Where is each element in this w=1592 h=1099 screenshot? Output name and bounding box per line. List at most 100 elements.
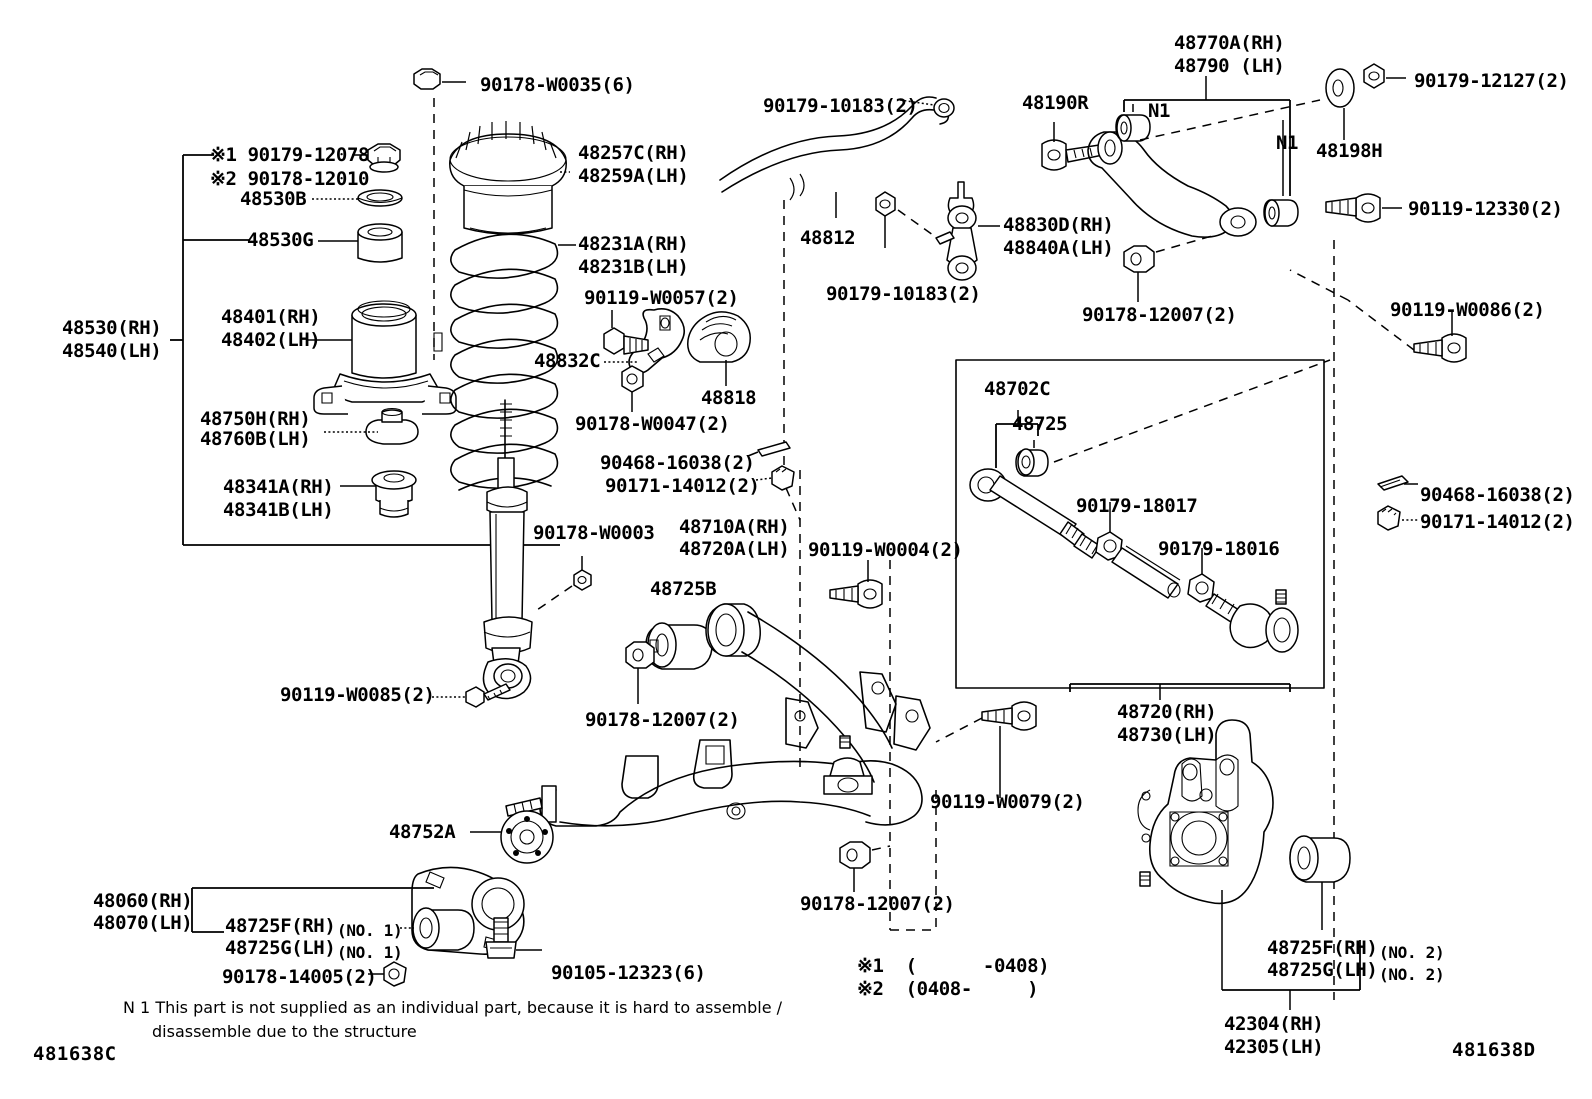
- label-48730-lh: 48730(LH): [1117, 724, 1217, 746]
- label-48720A-lh: 48720A(LH): [679, 538, 790, 560]
- label-90179-10183-lower: 90179-10183(2): [826, 283, 981, 305]
- bushing-90178-12007-center-art: [625, 641, 655, 704]
- label-90178-12007-bottom: 90178-12007(2): [800, 893, 955, 915]
- label-90171-14012-right: 90171-14012(2): [1420, 511, 1575, 533]
- lower-control-arm-48710A-art: [505, 603, 931, 827]
- label-n1-lower: N1: [1276, 132, 1299, 154]
- label-star1-90179-12078: ※1 90179-12078: [210, 144, 370, 166]
- label-48530-rh: 48530(RH): [62, 317, 162, 339]
- label-48540-lh: 48540(LH): [62, 340, 162, 362]
- label-48190R: 48190R: [1022, 92, 1089, 114]
- label-48752A: 48752A: [389, 821, 456, 843]
- label-90119-W0079: 90119-W0079(2): [930, 791, 1085, 813]
- label-48259A-lh: 48259A(LH): [578, 165, 689, 187]
- label-48770A-rh: 48770A(RH): [1174, 32, 1285, 54]
- label-48725G-lh-no2: 48725G(LH): [1267, 959, 1378, 981]
- label-90178-14005: 90178-14005(2): [222, 966, 377, 988]
- label-48402-lh: 48402(LH): [221, 329, 321, 351]
- dashed-guide-right-2: [1289, 269, 1349, 301]
- label-90119-12330: 90119-12330(2): [1408, 198, 1563, 220]
- bracket-48060-group: [191, 887, 434, 933]
- label-48790-lh: 48790 (LH): [1174, 55, 1285, 77]
- clip-90468-16038-center-art: [747, 441, 791, 457]
- label-90179-18017: 90179-18017: [1076, 495, 1198, 517]
- bolt-90119-12330-art: [1325, 193, 1402, 223]
- label-n1-upper: N1: [1148, 100, 1171, 122]
- bolt-90119-W0086-art: [1347, 299, 1467, 363]
- note-star1: ※1 ( -0408): [857, 955, 1050, 977]
- nut-90178-W0035-art: [413, 68, 466, 90]
- stabilizer-link-48830D-art: [946, 181, 1000, 281]
- note-n1-line1: N 1 This part is not supplied as an indi…: [123, 998, 783, 1017]
- bolt-90119-W0004-art: [829, 560, 883, 609]
- label-90179-18016: 90179-18016: [1158, 538, 1280, 560]
- bolt-90119-W0079-art: [935, 701, 1037, 798]
- label-48725F-rh-no1-suffix: (NO. 1): [337, 921, 403, 940]
- label-star2-90178-12010: ※2 90178-12010: [210, 168, 370, 190]
- stabilizer-bar-48812-art: [719, 96, 955, 218]
- label-90178-W0047: 90178-W0047(2): [575, 413, 730, 435]
- toe-control-arm-48702C-art: [969, 359, 1331, 653]
- label-42305-lh: 42305(LH): [1224, 1036, 1324, 1058]
- bushing-48725F-no1-art: [400, 907, 475, 951]
- nut-90179-12127-art: [1363, 63, 1406, 89]
- label-90179-12127: 90179-12127(2): [1414, 70, 1569, 92]
- label-90119-W0057: 90119-W0057(2): [584, 287, 739, 309]
- label-90179-10183-upper: 90179-10183(2): [763, 95, 918, 117]
- rear-knuckle-42304-art: [1137, 719, 1361, 1010]
- label-48725B: 48725B: [650, 578, 717, 600]
- label-90468-16038-center: 90468-16038(2): [600, 452, 755, 474]
- label-90105-12323: 90105-12323(6): [551, 962, 706, 984]
- label-48070-lh: 48070(LH): [93, 912, 193, 934]
- bracket-48720-group: [1069, 683, 1291, 700]
- shock-absorber-art: [482, 399, 533, 700]
- label-90119-W0086: 90119-W0086(2): [1390, 299, 1545, 321]
- label-90178-W0035: 90178-W0035(6): [480, 74, 635, 96]
- nut-90178-14005-art: [368, 961, 407, 987]
- label-48257C-rh: 48257C(RH): [578, 142, 689, 164]
- label-48198H: 48198H: [1316, 140, 1383, 162]
- label-48725G-lh-no1-suffix: (NO. 1): [337, 943, 403, 962]
- label-48231B-lh: 48231B(LH): [578, 256, 689, 278]
- stabilizer-bushing-48818-art: [687, 311, 751, 386]
- nut-90178-W0047-art: [621, 365, 644, 412]
- label-90119-W0004: 90119-W0004(2): [808, 539, 963, 561]
- bolt-90119-W0085-art: [432, 683, 511, 708]
- bumper-48750H-art: [324, 407, 419, 445]
- note-n1-line2: disassemble due to the structure: [152, 1022, 417, 1041]
- label-48830D-rh: 48830D(RH): [1003, 214, 1114, 236]
- nut-90171-14012-right-art: [1377, 505, 1418, 531]
- label-48812: 48812: [800, 227, 856, 249]
- dust-boot-48401-art: [306, 300, 457, 415]
- nut-90179-10183-lower-art: [875, 191, 955, 248]
- label-48060-rh: 48060(RH): [93, 890, 193, 912]
- label-48750H-rh: 48750H(RH): [200, 408, 311, 430]
- label-48840A-lh: 48840A(LH): [1003, 237, 1114, 259]
- label-90468-16038-right: 90468-16038(2): [1420, 484, 1575, 506]
- label-90178-W0003: 90178-W0003: [533, 522, 655, 544]
- label-48725F-rh-no2: 48725F(RH): [1267, 937, 1378, 959]
- diagram-code-left: 481638C: [33, 1043, 117, 1065]
- label-48760B-lh: 48760B(LH): [200, 428, 311, 450]
- label-42304-rh: 42304(RH): [1224, 1013, 1324, 1035]
- upper-seat-48257C-art: [449, 121, 570, 235]
- nut-90178-W0003-art: [533, 556, 592, 613]
- nut-90179-12078-art: [352, 143, 401, 173]
- label-48530B: 48530B: [240, 188, 307, 210]
- label-48818: 48818: [701, 387, 757, 409]
- clip-90468-16038-right-art: [1377, 475, 1418, 491]
- bushing-90178-12007-upper-art: [1123, 235, 1213, 302]
- label-48725F-rh-no1: 48725F(RH): [225, 915, 336, 937]
- note-star2: ※2 (0408- ): [857, 978, 1039, 1000]
- label-48725F-rh-no2-suffix: (NO. 2): [1379, 943, 1445, 962]
- label-48702C: 48702C: [984, 378, 1051, 400]
- label-90171-14012-center: 90171-14012(2): [605, 475, 760, 497]
- bolt-90105-12323-art: [485, 917, 542, 959]
- spacer-48530G-art: [318, 223, 403, 263]
- label-90178-12007-center: 90178-12007(2): [585, 709, 740, 731]
- label-48231A-rh: 48231A(RH): [578, 233, 689, 255]
- upper-control-arm-48770A-art: [1087, 76, 1321, 238]
- label-48341A-rh: 48341A(RH): [223, 476, 334, 498]
- bolt-90119-W0057-art: [603, 310, 649, 355]
